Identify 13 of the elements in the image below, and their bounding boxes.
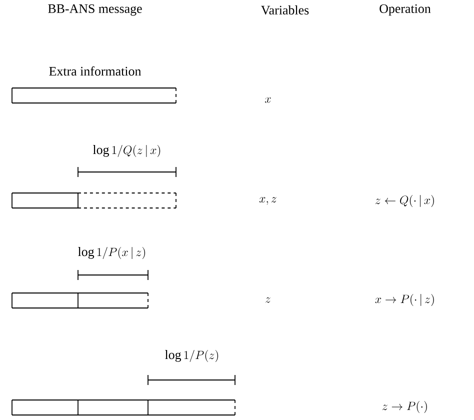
length-label: $\log 1/P(z)$ <box>165 350 218 362</box>
length-label: $\log 1/P(x\,|\,z)$ <box>78 247 146 259</box>
column-header: BB-ANS message <box>48 4 142 16</box>
variable-label: $z$ <box>266 297 271 303</box>
variable-label: $x$ <box>265 97 271 103</box>
operation-label: $x \to P(\cdot\,|\,z)$ <box>375 294 434 306</box>
variable-label: $x, z$ <box>259 197 276 205</box>
column-header: Variables <box>261 5 309 15</box>
operation-label: $z \to P(\cdot)$ <box>382 401 427 413</box>
length-label: $\log 1/Q(z\,|\,x)$ <box>93 145 160 157</box>
operation-label: $z \leftarrow Q(\cdot\,|\,x)$ <box>375 195 434 207</box>
bar-caption: Extra information <box>49 66 142 76</box>
column-header: Operation <box>380 4 431 16</box>
